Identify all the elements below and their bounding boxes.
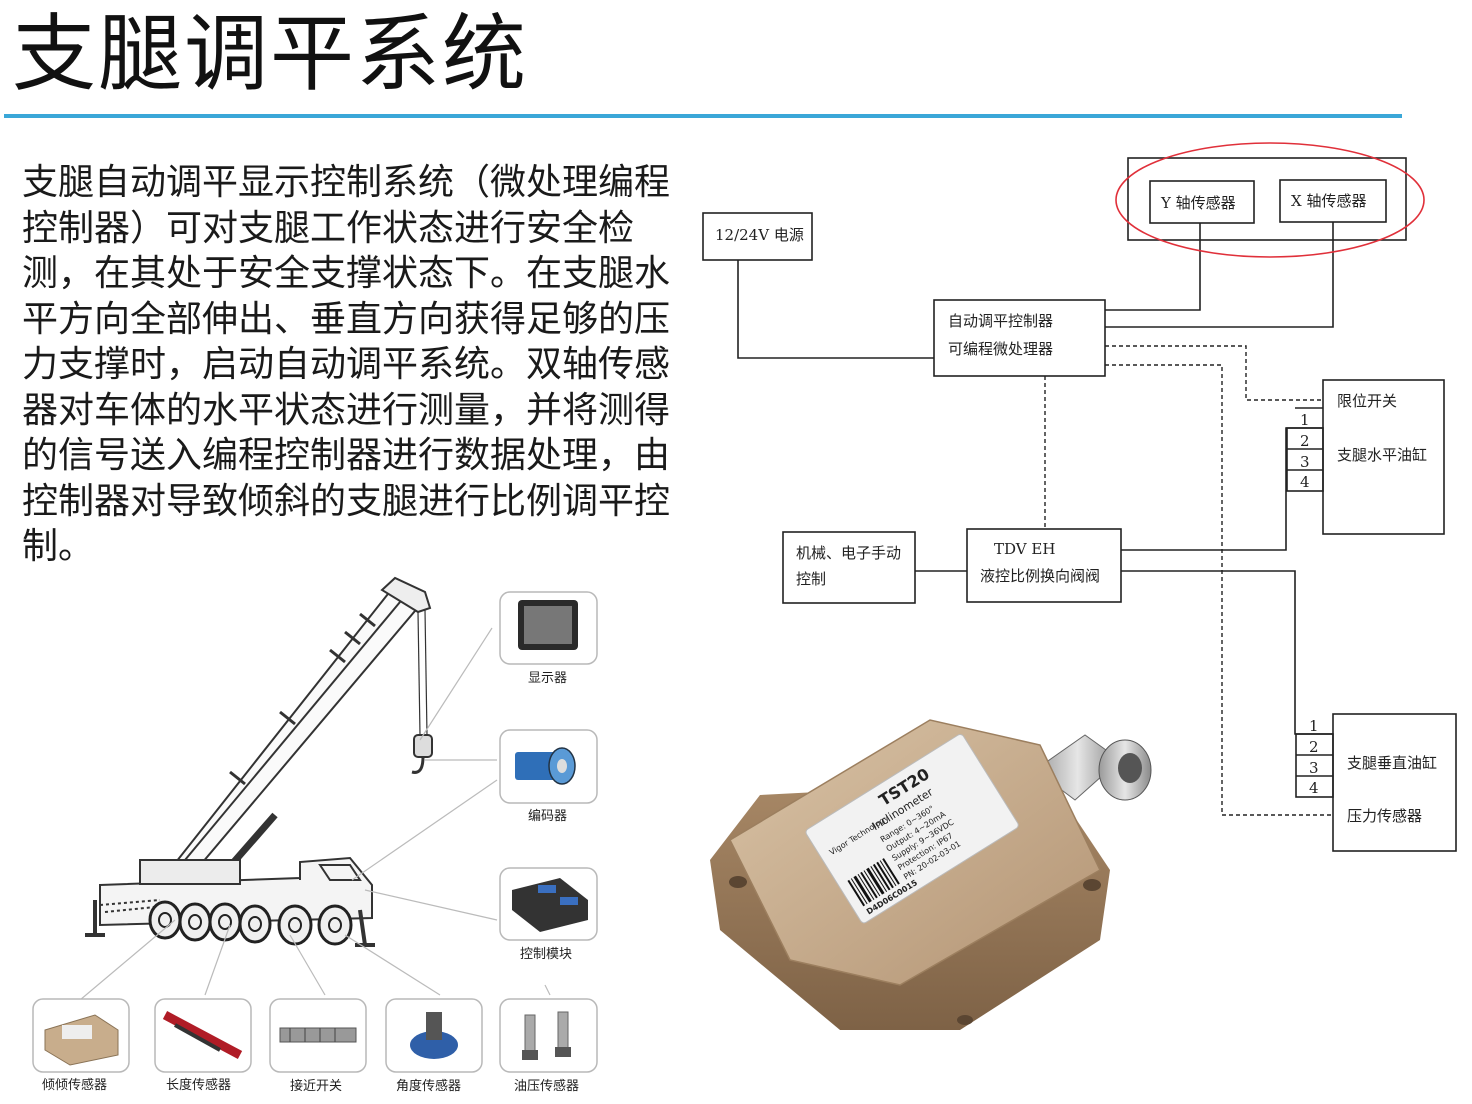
horizontal-cylinder-label: 支腿水平油缸 xyxy=(1337,446,1427,464)
pin-label: 1 xyxy=(1300,411,1310,429)
vertical-cylinder-label: 支腿垂直油缸 xyxy=(1347,754,1437,772)
manual-label-1: 机械、电子手动 xyxy=(796,544,901,562)
angle-sensor-caption: 角度传感器 xyxy=(396,1078,461,1094)
pin-label: 2 xyxy=(1309,738,1319,756)
title-divider xyxy=(4,114,1402,118)
display-caption: 显示器 xyxy=(528,671,567,686)
valve-label-2: 液控比例换向阀阀 xyxy=(980,567,1100,585)
barcode xyxy=(847,858,900,907)
controller-label-2: 可编程微处理器 xyxy=(948,340,1053,358)
valve-label-1: TDV EH xyxy=(994,540,1055,558)
page-title: 支腿调平系统 xyxy=(12,5,529,103)
sensor-group-box xyxy=(1127,157,1407,241)
pin-label: 4 xyxy=(1300,473,1310,491)
y-sensor-label: Y 轴传感器 xyxy=(1160,194,1236,212)
encoder-caption: 编码器 xyxy=(528,809,567,824)
manual-label-2: 控制 xyxy=(796,570,826,588)
product-label: TST20 Inclinometer Range: 0~360° Output:… xyxy=(805,734,1019,924)
length-sensor-caption: 长度传感器 xyxy=(166,1077,231,1093)
pin-label: 3 xyxy=(1300,453,1310,471)
pin-label: 3 xyxy=(1309,759,1319,777)
inclination-sensor-caption: 倾倾传感器 xyxy=(42,1077,107,1093)
limit-switch-label: 限位开关 xyxy=(1337,392,1397,410)
pin-label: 4 xyxy=(1309,779,1319,797)
x-sensor-label: X 轴传感器 xyxy=(1291,192,1366,210)
pin-label: 1 xyxy=(1309,717,1319,735)
power-label: 12/24V 电源 xyxy=(715,226,804,244)
control-module-caption: 控制模块 xyxy=(520,947,572,962)
description-text: 支腿自动调平显示控制系统（微处理编程控制器）可对支腿工作状态进行安全检测，在其处… xyxy=(22,162,671,567)
proximity-switch-caption: 接近开关 xyxy=(290,1078,342,1094)
pressure-sensor-label: 压力传感器 xyxy=(1347,807,1422,825)
highlight-ellipse xyxy=(1115,142,1425,258)
controller-label-1: 自动调平控制器 xyxy=(948,312,1053,330)
pressure-sensor-caption: 油压传感器 xyxy=(514,1078,579,1094)
pin-label: 2 xyxy=(1300,432,1310,450)
